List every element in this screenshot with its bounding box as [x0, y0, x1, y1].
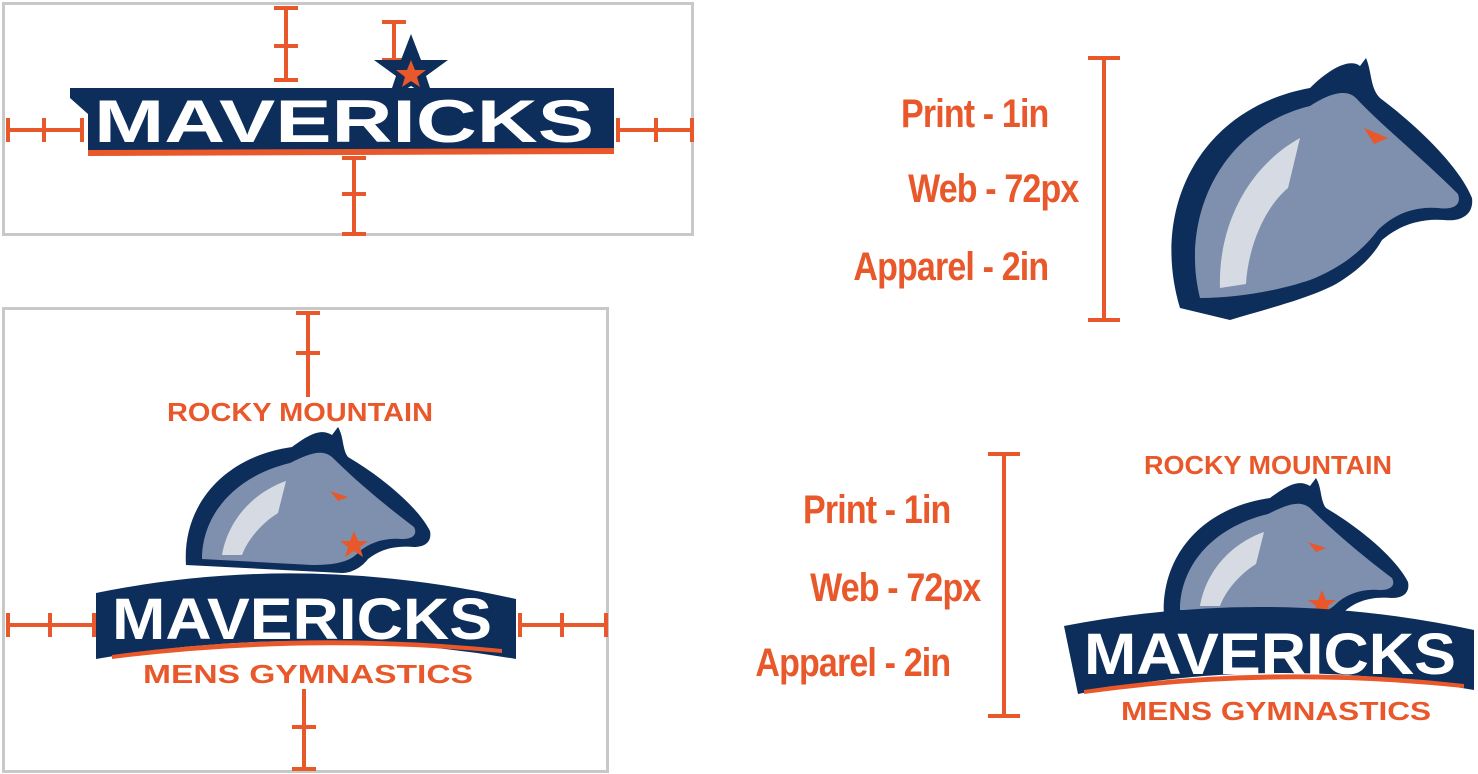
horse-head-icon — [1163, 478, 1409, 624]
wordmark-text: MAVERICKS — [94, 88, 594, 155]
size-scale-bar — [988, 452, 1020, 718]
size-print-label: Print - 1in — [802, 488, 951, 532]
wordmark-clearspace-panel: MAVERICKS — [2, 2, 694, 236]
size-apparel-label: Apparel - 2in — [755, 641, 951, 685]
size-web-label: Web - 72px — [809, 566, 981, 610]
size-apparel-label: Apparel - 2in — [853, 245, 1049, 289]
logo-top-line: ROCKY MOUNTAIN — [167, 397, 433, 427]
spacing-markers — [6, 311, 608, 771]
size-web-label: Web - 72px — [907, 167, 1079, 211]
logo-clearspace-panel: ROCKY MOUNTAIN MAVERICKS MENS GYMNASTICS — [2, 307, 609, 773]
star-icon — [374, 34, 448, 100]
logo-main-text: MAVERICKS — [112, 587, 492, 652]
size-print-label: Print - 1in — [900, 92, 1049, 136]
logo-small: ROCKY MOUNTAIN MAVERICKS MENS GYMNASTICS — [1064, 450, 1474, 724]
wordmark-banner — [70, 88, 614, 154]
spacing-markers — [6, 6, 694, 236]
logo-banner — [1064, 606, 1474, 694]
logo-clearspace-art: ROCKY MOUNTAIN MAVERICKS MENS GYMNASTICS — [6, 311, 608, 771]
wordmark-clearspace-art: MAVERICKS — [6, 6, 694, 236]
logo-top-line: ROCKY MOUNTAIN — [1144, 450, 1392, 480]
logo-main-text: MAVERICKS — [1084, 622, 1456, 687]
horse-head-icon — [185, 427, 431, 573]
logo-banner — [96, 573, 516, 659]
logo-bottom-line: MENS GYMNASTICS — [143, 659, 473, 689]
logo-bottom-line: MENS GYMNASTICS — [1121, 696, 1431, 724]
horse-head-icon — [1171, 58, 1473, 320]
size-scale-bar — [1088, 56, 1120, 322]
